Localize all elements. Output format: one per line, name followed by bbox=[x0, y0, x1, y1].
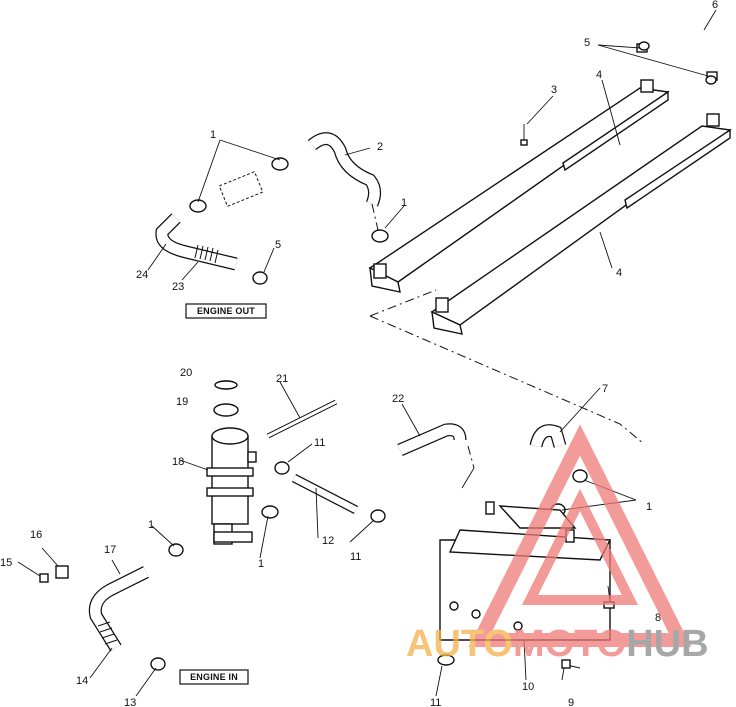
callout-5: 5 bbox=[275, 239, 281, 251]
leader-lines-lower bbox=[17, 381, 637, 697]
svg-text:AUTOMOTOHUB: AUTOMOTOHUB bbox=[406, 623, 709, 665]
callout-1: 1 bbox=[148, 519, 154, 531]
clamp-1-top-a bbox=[271, 157, 289, 171]
clamp-1-right-a bbox=[572, 469, 588, 483]
clamp-1-top-b bbox=[189, 199, 207, 213]
svg-text:ENGINE OUT: ENGINE OUT bbox=[197, 306, 255, 316]
callout-11: 11 bbox=[314, 437, 325, 449]
callout-19: 19 bbox=[176, 396, 188, 408]
tube-12 bbox=[291, 474, 359, 514]
clamp-1-top-c bbox=[371, 229, 389, 243]
callout-12: 12 bbox=[322, 535, 334, 547]
hose-24-23 bbox=[155, 213, 238, 271]
callout-21: 21 bbox=[276, 373, 288, 385]
callout-17: 17 bbox=[104, 544, 116, 556]
callout-6: 6 bbox=[712, 0, 718, 11]
radiator-bar-upper bbox=[368, 79, 670, 293]
callout-5: 5 bbox=[584, 37, 590, 49]
clamp-13 bbox=[150, 657, 166, 671]
leader-lines-upper bbox=[147, 9, 717, 281]
clamp-1-left-a bbox=[168, 543, 184, 557]
clamp-11-c bbox=[437, 654, 455, 666]
callout-9: 9 bbox=[568, 697, 574, 707]
callout-2: 2 bbox=[377, 141, 383, 153]
heat-exchanger-tank bbox=[439, 501, 612, 641]
clamp-5-top-b bbox=[705, 75, 717, 85]
callout-numbers: 1 2 3 4 4 5 6 1 24 23 5 20 19 21 22 7 18… bbox=[0, 0, 718, 707]
coupling-dashed bbox=[218, 171, 264, 207]
callout-20: 20 bbox=[180, 367, 192, 379]
callout-8: 8 bbox=[655, 612, 661, 624]
callout-3: 3 bbox=[551, 84, 557, 96]
callout-1: 1 bbox=[258, 558, 264, 570]
engine-in-box: ENGINE IN bbox=[179, 669, 249, 685]
callout-7: 7 bbox=[602, 383, 608, 395]
flow-line bbox=[369, 289, 437, 317]
bolt-9 bbox=[561, 659, 581, 669]
callout-10: 10 bbox=[522, 681, 534, 693]
clamp-1-left-b bbox=[261, 505, 279, 519]
callout-24: 24 bbox=[136, 269, 148, 281]
radiator-bar-lower bbox=[430, 113, 732, 335]
callout-1: 1 bbox=[210, 129, 216, 141]
hose-22 bbox=[397, 423, 467, 456]
clamp-11-a bbox=[274, 461, 290, 475]
rod-21 bbox=[266, 399, 338, 439]
callout-14: 14 bbox=[76, 675, 88, 687]
reservoir-18 bbox=[206, 380, 257, 545]
clamp-5-top-a bbox=[638, 41, 650, 51]
clamp-5-left bbox=[252, 271, 268, 285]
screw-3 bbox=[520, 124, 528, 146]
callout-1: 1 bbox=[646, 501, 652, 513]
engine-out-box: ENGINE OUT bbox=[185, 303, 267, 319]
watermark-logo: AUTOMOTOHUB bbox=[406, 424, 709, 665]
callout-22: 22 bbox=[392, 393, 404, 405]
svg-text:ENGINE IN: ENGINE IN bbox=[190, 672, 238, 682]
hose-17 bbox=[88, 566, 149, 652]
clamp-20 bbox=[214, 380, 238, 390]
callout-11: 11 bbox=[350, 551, 361, 563]
hose-7 bbox=[529, 424, 567, 448]
callout-15: 15 bbox=[0, 557, 12, 569]
callout-4: 4 bbox=[616, 267, 622, 279]
hose-2 bbox=[307, 132, 382, 207]
callout-23: 23 bbox=[172, 281, 184, 293]
fitting-16-15 bbox=[39, 565, 69, 583]
callout-16: 16 bbox=[30, 529, 42, 541]
callout-4: 4 bbox=[596, 69, 602, 81]
watermark-text: AUTOMOTOHUB bbox=[406, 623, 709, 665]
callout-18: 18 bbox=[172, 456, 184, 468]
callout-11: 11 bbox=[430, 697, 441, 707]
flow-line-2 bbox=[369, 315, 645, 445]
callout-13: 13 bbox=[124, 697, 136, 707]
clamp-11-b bbox=[370, 509, 386, 523]
callout-1: 1 bbox=[401, 197, 407, 209]
